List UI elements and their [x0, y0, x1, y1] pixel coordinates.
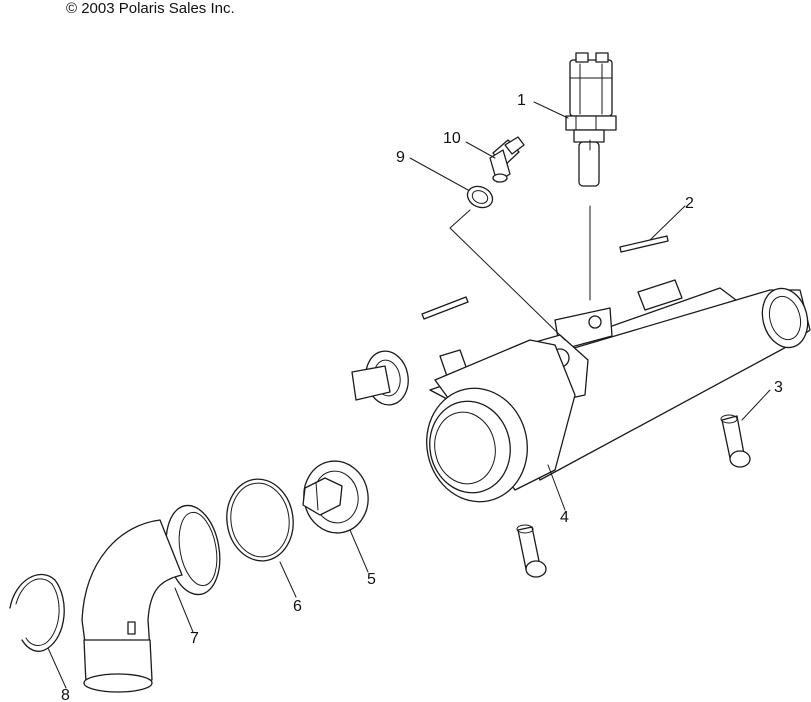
callout-2: 2 — [685, 195, 694, 212]
part-9-o-ring — [466, 185, 494, 209]
part-2-pins — [421, 235, 669, 320]
part-3-screw-upper — [720, 414, 751, 468]
callout-1: 1 — [517, 92, 526, 109]
callout-8: 8 — [61, 687, 70, 702]
callout-labels: 1 10 9 2 3 4 5 6 7 8 — [61, 92, 783, 702]
callout-4: 4 — [560, 509, 569, 526]
part-8-clamp — [9, 574, 65, 652]
part-6-gasket — [226, 478, 294, 562]
callout-6: 6 — [293, 598, 302, 615]
part-5-thermostat — [302, 350, 409, 534]
callout-9: 9 — [396, 149, 405, 166]
callout-3: 3 — [774, 379, 783, 396]
part-10-fitting — [489, 136, 525, 183]
callout-7: 7 — [190, 630, 199, 647]
part-3-screw-lower — [516, 524, 547, 578]
part-7-elbow — [81, 504, 221, 693]
callout-10: 10 — [443, 130, 461, 147]
part-4-thermostat-housing — [426, 279, 811, 503]
leader-lines — [47, 101, 771, 689]
copyright-notice: © 2003 Polaris Sales Inc. — [66, 0, 235, 17]
callout-5: 5 — [367, 571, 376, 588]
part-1-temperature-sensor — [565, 52, 617, 187]
